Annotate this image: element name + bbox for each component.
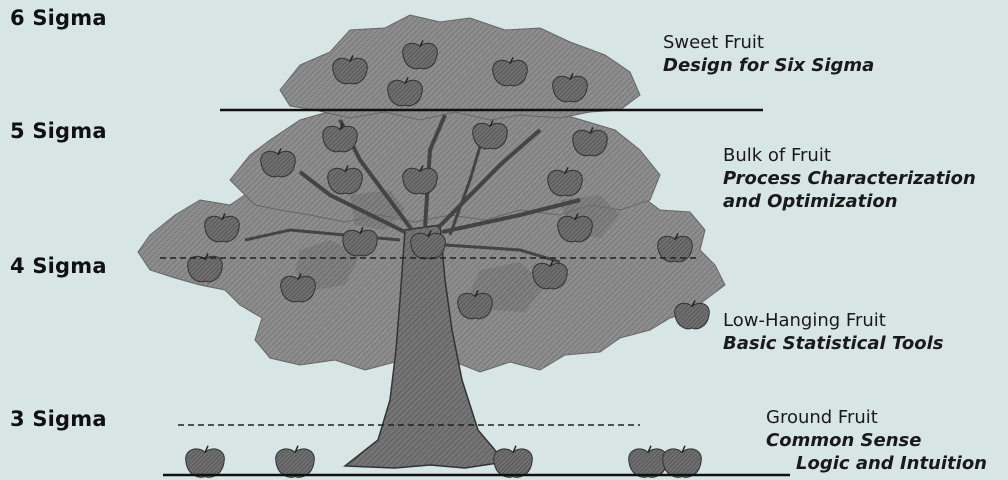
fruit-icon [662, 445, 702, 478]
fruit-icon [332, 55, 368, 85]
fruit-icon [492, 57, 528, 87]
fruit-icon [327, 165, 363, 195]
tier-title: Low-Hanging Fruit [723, 310, 886, 331]
fruit-icon [472, 120, 508, 150]
tier-low-hanging-fruit: Low-Hanging Fruit Basic Statistical Tool… [723, 309, 944, 355]
tier-method: Design for Six Sigma [663, 55, 875, 76]
fruit-icon [402, 40, 438, 70]
fruit-icon [260, 148, 296, 178]
ground-fruits [185, 445, 702, 478]
fruit-icon [457, 290, 493, 320]
tier-title: Sweet Fruit [663, 32, 764, 53]
tier-title: Bulk of Fruit [723, 145, 831, 166]
fruit-icon [342, 227, 378, 257]
fruit-icon [552, 73, 588, 103]
tier-ground-fruit: Ground Fruit Common Sense Logic and Intu… [766, 406, 987, 475]
fruit-icon [628, 445, 668, 478]
tier-method: Common Sense [766, 430, 922, 451]
sigma-label-4: 4 Sigma [10, 254, 107, 278]
tier-method: and Optimization [723, 191, 898, 212]
tier-method: Basic Statistical Tools [723, 333, 944, 354]
sigma-label-6: 6 Sigma [10, 6, 107, 30]
tier-sweet-fruit: Sweet Fruit Design for Six Sigma [663, 31, 874, 77]
fruit-icon [185, 445, 225, 478]
fruit-icon [187, 253, 223, 283]
fruit-icon [410, 230, 446, 260]
fruit-icon [280, 273, 316, 303]
tier-method: Logic and Intuition [796, 453, 987, 474]
tier-title: Ground Fruit [766, 407, 878, 428]
fruit-icon [674, 300, 710, 330]
fruit-icon [572, 127, 608, 157]
fruit-icon [275, 445, 315, 478]
sigma-label-3: 3 Sigma [10, 407, 107, 431]
tier-bulk-of-fruit: Bulk of Fruit Process Characterization a… [723, 144, 976, 213]
fruit-icon [557, 213, 593, 243]
fruit-icon [402, 165, 438, 195]
fruit-icon [493, 445, 533, 478]
fruit-icon [322, 123, 358, 153]
fruit-icon [387, 77, 423, 107]
tree-fruits [187, 40, 710, 330]
fruit-icon [547, 167, 583, 197]
fruit-icon [532, 260, 568, 290]
fruit-icon [204, 213, 240, 243]
sigma-label-5: 5 Sigma [10, 119, 107, 143]
tier-method: Process Characterization [723, 168, 976, 189]
fruit-icon [657, 233, 693, 263]
